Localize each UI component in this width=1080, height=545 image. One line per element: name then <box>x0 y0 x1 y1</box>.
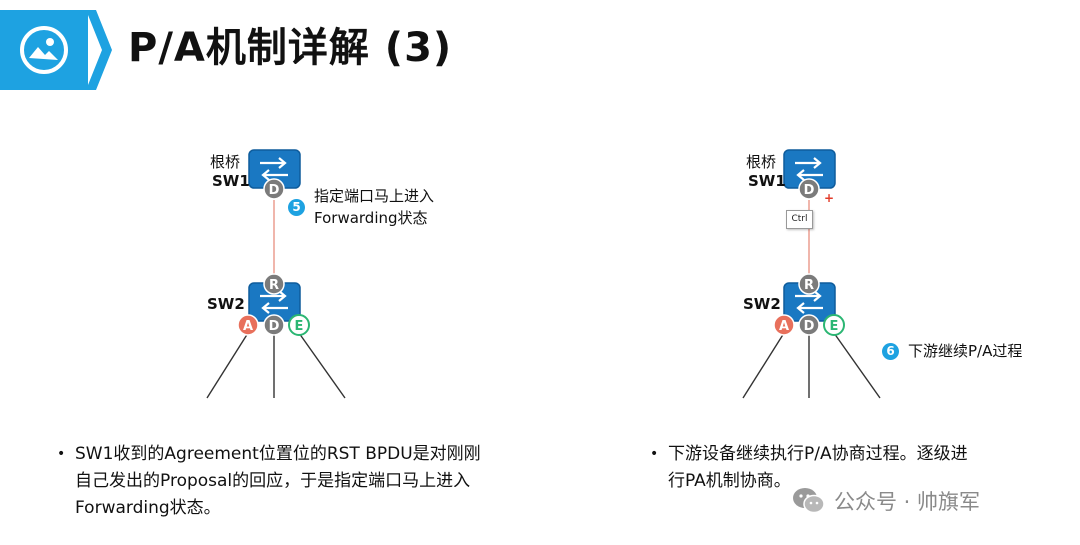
left-bullet: • SW1收到的Agreement位置位的RST BPDU是对刚刚 自己发出的P… <box>57 441 481 522</box>
left-downlink-e <box>298 332 346 399</box>
left-sw2-label: SW2 <box>207 295 245 313</box>
left-bullet-line2: 自己发出的Proposal的回应，于是指定端口马上进入 <box>75 471 471 491</box>
left-sw2-port-r: R <box>263 273 285 295</box>
right-bullet-line1: 下游设备继续执行P/A协商过程。逐级进 <box>668 444 968 464</box>
svg-text:A: A <box>779 319 789 334</box>
left-sw2-port-e: E <box>288 314 310 336</box>
left-bullet-line1: SW1收到的Agreement位置位的RST BPDU是对刚刚 <box>75 444 481 464</box>
svg-text:E: E <box>295 319 304 334</box>
left-bullet-line3: Forwarding状态。 <box>75 498 221 518</box>
svg-text:D: D <box>804 319 815 334</box>
right-bullet-line2: 行PA机制协商。 <box>668 471 791 491</box>
left-step-badge: 5 <box>288 199 305 216</box>
right-root-label: 根桥 <box>746 153 777 171</box>
watermark-text: 公众号 · 帅旗军 <box>834 490 981 514</box>
right-sw2-port-r: R <box>798 273 820 295</box>
bullet-dot: • <box>57 446 66 462</box>
left-downlink-a <box>206 332 249 399</box>
right-sw2-port-a: A <box>773 314 795 336</box>
left-step-text-line1: 指定端口马上进入 <box>314 187 435 205</box>
left-step-text-line2: Forwarding状态 <box>314 209 428 227</box>
right-sw1-label: SW1 <box>748 172 786 190</box>
svg-text:D: D <box>804 183 815 198</box>
right-bullet: • 下游设备继续执行P/A协商过程。逐级进 行PA机制协商。 <box>650 441 968 495</box>
right-sw1-port-d: D <box>798 178 820 200</box>
left-sw2-port-d: D <box>263 314 285 336</box>
right-step-badge: 6 <box>882 343 899 360</box>
bullet-dot: • <box>650 446 659 462</box>
right-sw2-label: SW2 <box>743 295 781 313</box>
right-downlink-a <box>742 332 785 399</box>
watermark: 公众号 · 帅旗军 <box>792 484 980 518</box>
right-downlink-e <box>833 332 881 399</box>
page-title: P/A机制详解 (3) <box>128 25 453 71</box>
svg-text:R: R <box>269 278 279 293</box>
svg-text:D: D <box>269 319 280 334</box>
cursor-plus-icon: + <box>824 191 834 205</box>
svg-text:E: E <box>830 319 839 334</box>
left-sw2-port-a: A <box>237 314 259 336</box>
header-icon-box <box>0 10 88 90</box>
left-root-label: 根桥 <box>210 153 241 171</box>
right-sw2-port-e: E <box>823 314 845 336</box>
wechat-icon <box>793 488 825 514</box>
svg-text:D: D <box>269 183 280 198</box>
ctrl-tag[interactable]: Ctrl <box>786 210 813 229</box>
svg-text:A: A <box>243 319 253 334</box>
left-topology: D R A D E <box>206 149 346 399</box>
image-icon <box>20 26 68 74</box>
right-sw2-port-d: D <box>798 314 820 336</box>
left-sw1-label: SW1 <box>212 172 250 190</box>
svg-text:R: R <box>804 278 814 293</box>
header-chevron <box>86 10 112 90</box>
right-topology: D + R A D E <box>742 149 881 399</box>
left-sw1-port-d: D <box>263 178 285 200</box>
right-step-text: 下游继续P/A过程 <box>908 342 1023 360</box>
